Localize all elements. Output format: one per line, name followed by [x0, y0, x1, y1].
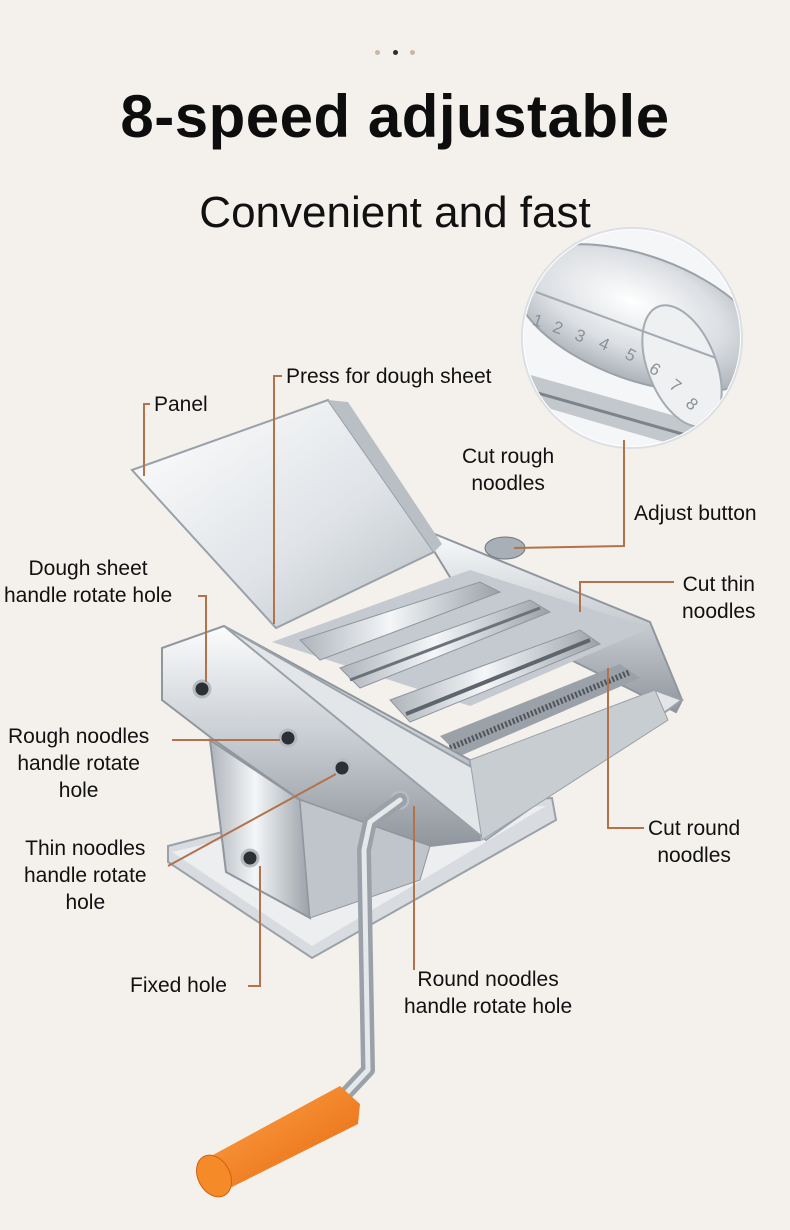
leader-fixed-hole: [248, 866, 261, 987]
leader-thin-hole: [167, 773, 337, 867]
pagination-dot[interactable]: [375, 50, 381, 55]
label-thin-noodles-hole: Thin noodles handle rotate hole: [24, 837, 147, 914]
pagination-dots: [0, 42, 790, 60]
panel-hopper: [130, 398, 442, 630]
label-fixed-hole: Fixed hole: [130, 974, 227, 997]
leader-dough-sheet-hole: [198, 595, 207, 682]
label-dough-sheet-hole: Dough sheet handle rotate hole: [4, 557, 173, 607]
label-round-noodles-hole: Round noodles handle rotate hole: [404, 968, 573, 1018]
pagination-dot-active[interactable]: [392, 50, 398, 55]
label-rough-noodles-hole: Rough noodles handle rotate hole: [8, 725, 150, 802]
page-subtitle: Convenient and fast: [199, 188, 591, 237]
leader-cut-thin: [579, 581, 674, 612]
label-press-dough-sheet: Press for dough sheet: [286, 365, 492, 388]
label-panel: Panel: [154, 393, 208, 416]
leader-panel: [143, 403, 150, 476]
adjust-dial-zoom: 1 2 3 4 5 6 7 8: [521, 227, 743, 449]
label-adjust-button: Adjust button: [634, 502, 757, 525]
pagination-dot[interactable]: [409, 50, 415, 55]
crank-handle: [195, 793, 407, 1198]
label-cut-thin-noodles: Cut thin noodles: [682, 573, 756, 623]
machine-body: [161, 525, 685, 920]
leader-cut-round: [607, 668, 644, 829]
label-cut-rough-noodles: Cut rough noodles: [462, 445, 555, 495]
label-cut-round-noodles: Cut round noodles: [648, 817, 741, 867]
leader-press-sheet: [273, 375, 282, 624]
page-title: 8-speed adjustable: [120, 83, 670, 150]
leader-lines: [143, 375, 674, 987]
leader-adjust-button: [513, 440, 625, 549]
